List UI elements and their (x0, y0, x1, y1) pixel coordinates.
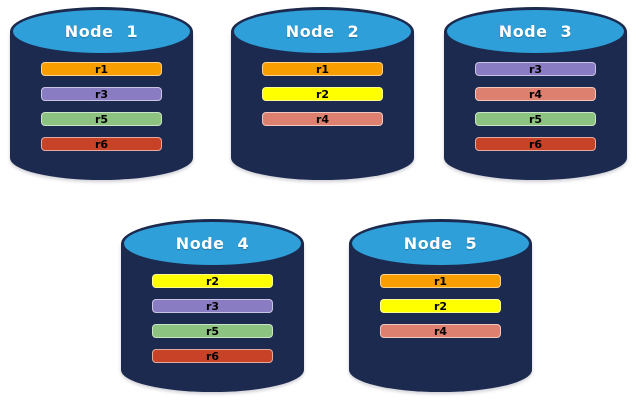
node-title: Node 1 (64, 22, 139, 41)
replica-bar-r5: r5 (152, 324, 273, 338)
node-title: Node 4 (175, 234, 250, 253)
database-node-5: Node 5 r1 r2 r4 (349, 219, 532, 392)
replica-bar-r1: r1 (262, 62, 383, 76)
replica-list: r2 r3 r5 r6 (152, 274, 273, 363)
replica-bar-r2: r2 (152, 274, 273, 288)
replica-bar-r3: r3 (41, 87, 162, 101)
replica-bar-r2: r2 (380, 299, 501, 313)
replica-bar-r6: r6 (41, 137, 162, 151)
database-node-4: Node 4 r2 r3 r5 r6 (121, 219, 304, 392)
replica-bar-r6: r6 (475, 137, 596, 151)
replica-list: r1 r3 r5 r6 (41, 62, 162, 151)
replica-bar-r3: r3 (152, 299, 273, 313)
replica-list: r1 r2 r4 (262, 62, 383, 126)
database-cylinder-top: Node 3 (444, 7, 627, 56)
database-node-3: Node 3 r3 r4 r5 r6 (444, 7, 627, 180)
replica-list: r3 r4 r5 r6 (475, 62, 596, 151)
database-node-1: Node 1 r1 r3 r5 r6 (10, 7, 193, 180)
node-title: Node 3 (498, 22, 573, 41)
replica-bar-r2: r2 (262, 87, 383, 101)
replica-bar-r6: r6 (152, 349, 273, 363)
database-cylinder-top: Node 2 (231, 7, 414, 56)
database-node-2: Node 2 r1 r2 r4 (231, 7, 414, 180)
replica-bar-r4: r4 (380, 324, 501, 338)
replica-bar-r1: r1 (41, 62, 162, 76)
replica-bar-r3: r3 (475, 62, 596, 76)
database-cylinder-top: Node 4 (121, 219, 304, 268)
replica-bar-r1: r1 (380, 274, 501, 288)
database-cylinder-top: Node 5 (349, 219, 532, 268)
replica-bar-r5: r5 (41, 112, 162, 126)
node-title: Node 2 (285, 22, 360, 41)
replica-bar-r4: r4 (262, 112, 383, 126)
replica-list: r1 r2 r4 (380, 274, 501, 338)
database-cylinder-top: Node 1 (10, 7, 193, 56)
node-title: Node 5 (403, 234, 478, 253)
replica-bar-r5: r5 (475, 112, 596, 126)
replica-bar-r4: r4 (475, 87, 596, 101)
